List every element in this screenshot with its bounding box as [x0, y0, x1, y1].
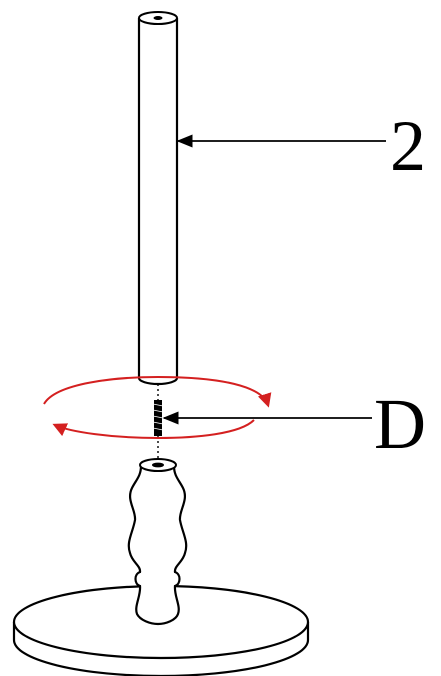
threaded-bolt [152, 400, 164, 436]
part-label-2: 2 [390, 106, 426, 186]
turned-column [127, 458, 188, 626]
part-label-d: D [374, 384, 426, 464]
upright-post [137, 11, 179, 386]
rotation-arrows-icon [43, 375, 272, 440]
